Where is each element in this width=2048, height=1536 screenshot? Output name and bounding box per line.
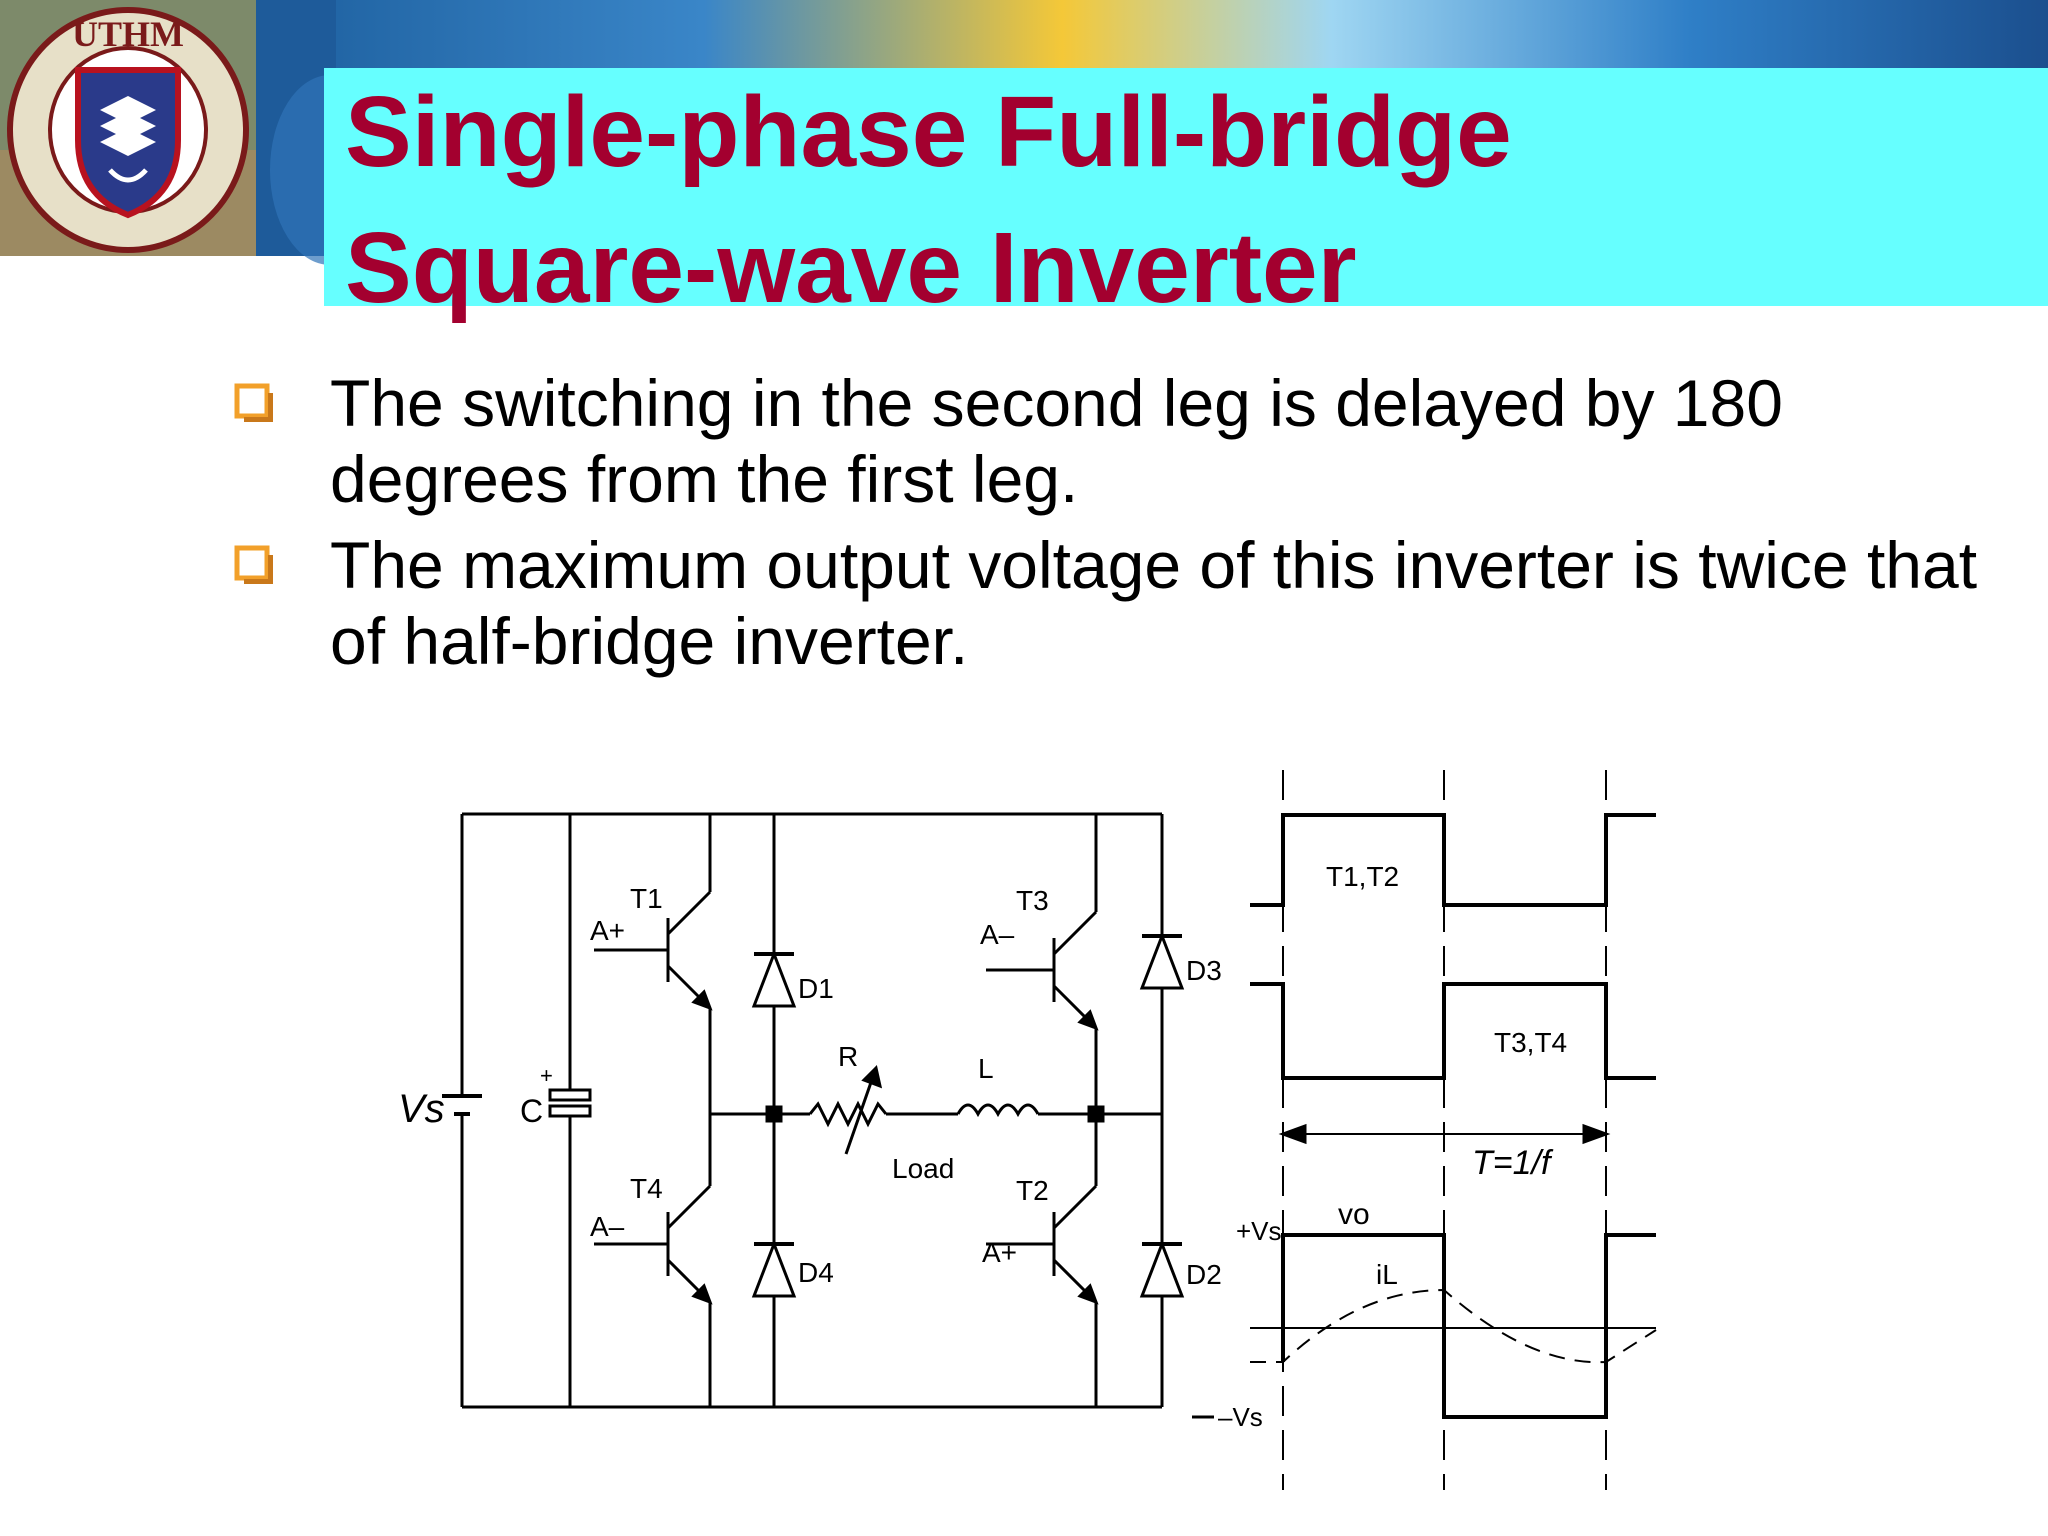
switch-label: T4	[630, 1173, 663, 1204]
neg-level-label: –Vs	[1218, 1402, 1263, 1432]
capacitor-plate-top	[548, 1088, 592, 1102]
switch-t1: T1 A+	[590, 814, 713, 1114]
checkbox-square-icon	[234, 383, 273, 422]
gate-label: A+	[590, 915, 625, 946]
bullet-list: The switching in the second leg is delay…	[230, 365, 2020, 689]
checkbox-square-icon	[234, 545, 273, 584]
load-current-il	[1250, 1288, 1657, 1364]
resistor	[808, 1100, 888, 1128]
diode-label: D3	[1186, 955, 1222, 986]
bullet-item: The switching in the second leg is delay…	[230, 365, 2020, 517]
diode-d1: D1	[751, 949, 834, 1008]
pos-level-label: +Vs	[1236, 1216, 1282, 1246]
diode-d2: D2	[1139, 1239, 1222, 1298]
slide-title: Single-phase Full-bridge Square-wave Inv…	[345, 64, 1512, 336]
bullet-item: The maximum output voltage of this inver…	[230, 527, 2020, 679]
capacitor-plate-bottom	[548, 1104, 592, 1118]
bullet-text: The maximum output voltage of this inver…	[330, 528, 1978, 678]
vo-label: vo	[1338, 1198, 1370, 1231]
switch-label: T1	[630, 883, 663, 914]
gate-label: A–	[980, 919, 1015, 950]
gate-label: A–	[590, 1211, 625, 1242]
capacitor-label: C	[520, 1093, 543, 1129]
diode-d3: D3	[1139, 931, 1222, 990]
resistor-label: R	[838, 1041, 858, 1072]
gate-label: A+	[982, 1237, 1017, 1268]
diode-label: D4	[798, 1257, 834, 1288]
switch-t3: T3 A–	[980, 814, 1099, 1114]
node-b	[1087, 1105, 1105, 1123]
diode-label: D1	[798, 973, 834, 1004]
university-logo: UTHM	[7, 7, 249, 253]
switch-t4: T4 A–	[590, 1114, 713, 1407]
inverter-diagram: Vs C + T1 A+ T4 A–	[398, 770, 1657, 1490]
source-label: Vs	[398, 1087, 445, 1131]
period-label: T=1/f	[1472, 1144, 1554, 1182]
diode-d4: D4	[751, 1239, 834, 1298]
gate-signal-t3t4	[1250, 982, 1656, 1080]
il-label: iL	[1376, 1259, 1398, 1290]
switch-label: T2	[1016, 1175, 1049, 1206]
inductor	[956, 1103, 1040, 1118]
inductor-label: L	[978, 1053, 994, 1084]
switch-t2: T2 A+	[982, 1114, 1099, 1407]
gate-signal-label: T1,T2	[1326, 861, 1399, 892]
switch-label: T3	[1016, 885, 1049, 916]
circuit-schematic: Vs C + T1 A+ T4 A–	[398, 812, 1222, 1409]
output-voltage-vo	[1281, 1233, 1656, 1419]
title-line-2: Square-wave Inverter	[345, 212, 1357, 324]
bullet-text: The switching in the second leg is delay…	[330, 366, 1783, 516]
gate-signal-t1t2	[1250, 813, 1656, 907]
title-line-1: Single-phase Full-bridge	[345, 76, 1512, 188]
waveforms: T1,T2 T3,T4 T=1/f +Vs –Vs vo iL	[1192, 770, 1657, 1490]
capacitor-plus: +	[540, 1063, 553, 1088]
title-band	[324, 68, 2048, 306]
logo-top-text: UTHM	[72, 14, 184, 54]
gate-signal-label: T3,T4	[1494, 1027, 1567, 1058]
load-label: Load	[892, 1153, 954, 1184]
diode-label: D2	[1186, 1259, 1222, 1290]
